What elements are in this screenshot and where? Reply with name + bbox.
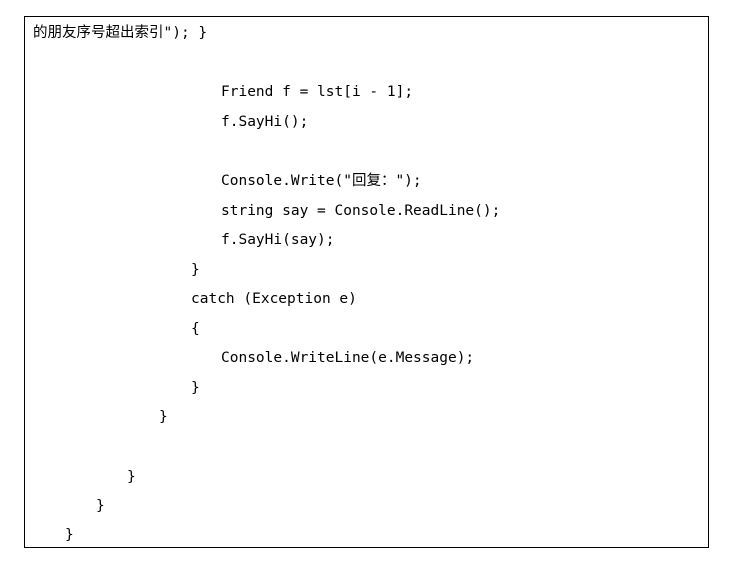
code-line: string say = Console.ReadLine(); xyxy=(221,203,501,219)
code-line: Friend f = lst[i - 1]; xyxy=(221,84,414,100)
code-block: 的朋友序号超出索引"); } Friend f = lst[i - 1]; f.… xyxy=(24,16,709,548)
code-line: f.SayHi(say); xyxy=(221,232,335,248)
code-line: } xyxy=(191,262,200,278)
code-line: } xyxy=(127,469,136,485)
code-line: } xyxy=(159,409,168,425)
code-line: } xyxy=(65,527,74,543)
code-line: } xyxy=(96,498,105,514)
code-line: f.SayHi(); xyxy=(221,114,309,130)
code-line: catch (Exception e) xyxy=(191,291,357,307)
code-line: Console.Write("回复："); xyxy=(221,173,422,189)
code-line: 的朋友序号超出索引"); } xyxy=(33,25,208,41)
code-line: } xyxy=(191,380,200,396)
code-line: { xyxy=(191,321,200,337)
code-line: Console.WriteLine(e.Message); xyxy=(221,350,475,366)
